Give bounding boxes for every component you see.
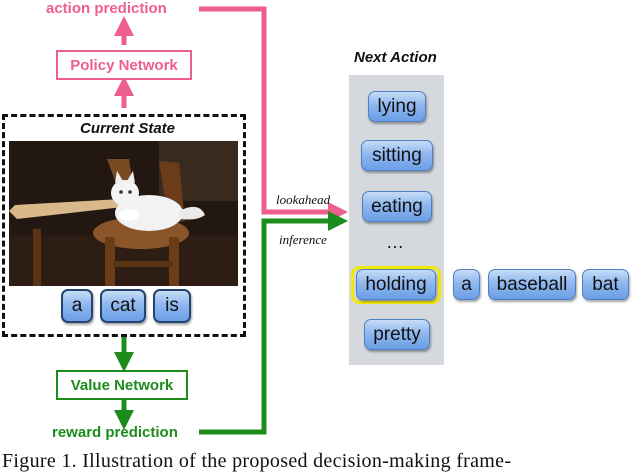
continuation-token: baseball [488, 269, 576, 300]
candidate-token: sitting [361, 140, 433, 171]
pink-lookahead-path [199, 6, 348, 222]
cat-photo [9, 141, 238, 286]
inference-label: inference [279, 232, 327, 247]
current-state-title: Current State [80, 120, 176, 137]
figure-caption: Figure 1. Illustration of the proposed d… [2, 450, 512, 472]
candidate-ellipsis: … [386, 232, 404, 252]
value-network-box: Value Network [56, 370, 188, 400]
lookahead-label: lookahead [276, 192, 331, 207]
policy-network-label: Policy Network [70, 56, 178, 74]
candidate-token: lying [368, 91, 426, 122]
reward-prediction-label: reward prediction [52, 424, 178, 441]
state-token: cat [100, 289, 146, 323]
candidate-token: eating [362, 191, 432, 222]
green-inference-path [199, 211, 348, 435]
next-action-title: Next Action [354, 49, 437, 66]
cat-photo-illustration [9, 141, 238, 286]
selected-highlight [351, 266, 441, 304]
state-token: is [153, 289, 191, 323]
current-state-frame [2, 114, 246, 337]
candidate-token: pretty [364, 319, 430, 350]
action-prediction-label: action prediction [46, 0, 167, 17]
state-token: a [61, 289, 93, 323]
policy-network-box: Policy Network [56, 50, 192, 80]
continuation-token: a [453, 269, 480, 300]
candidate-token-selected: holding [356, 269, 436, 300]
value-network-label: Value Network [70, 376, 174, 394]
continuation-token: bat [582, 269, 629, 300]
